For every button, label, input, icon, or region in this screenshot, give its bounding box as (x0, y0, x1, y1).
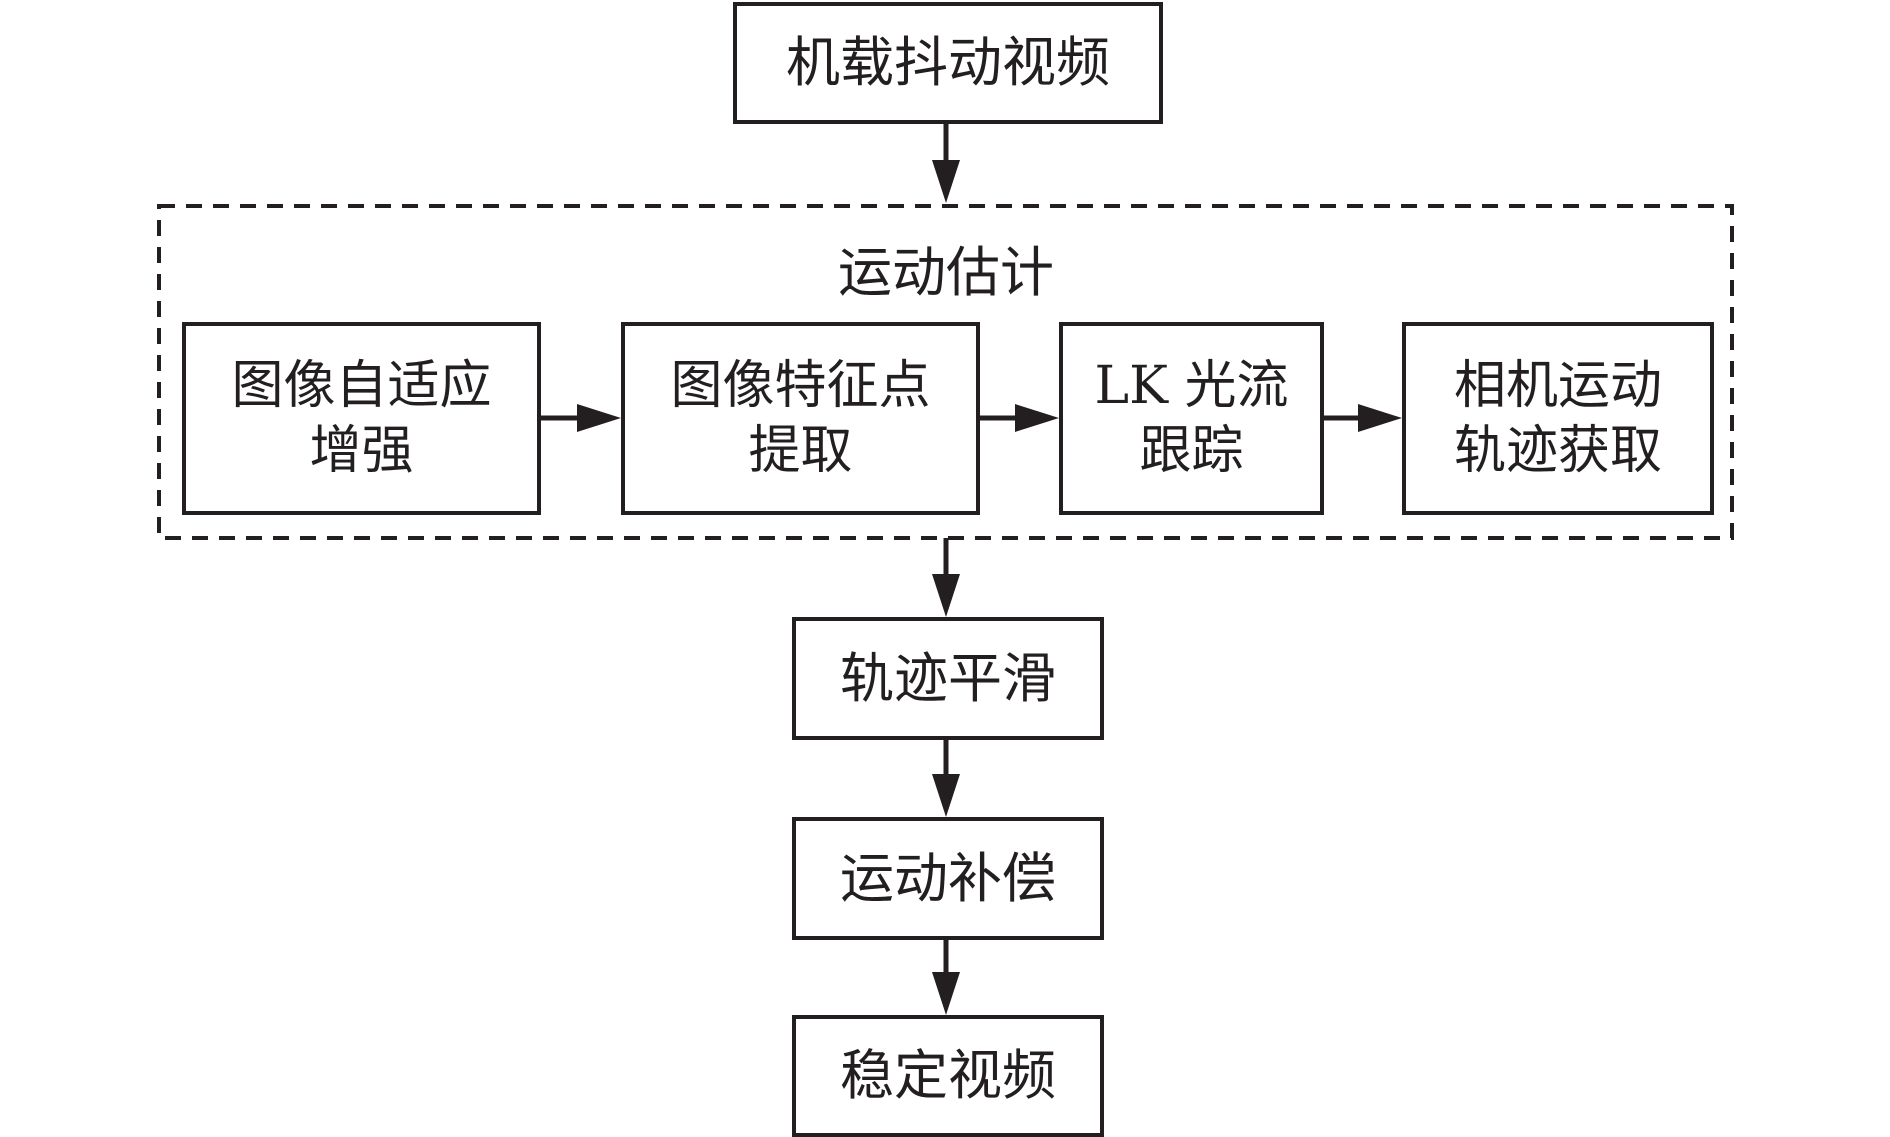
trajectory-smoothing-box: 轨迹平滑 (792, 617, 1104, 740)
input-video-label: 机载抖动视频 (786, 31, 1110, 95)
trajectory-smoothing-label: 轨迹平滑 (840, 646, 1056, 710)
arrow-step1-to-step2 (539, 404, 621, 432)
step-lk-tracking-box: LK 光流 跟踪 (1059, 322, 1324, 515)
step-trajectory-line2: 轨迹获取 (1453, 420, 1662, 481)
arrow-input-to-group (932, 124, 960, 203)
step-trajectory-line1: 相机运动 (1453, 355, 1662, 416)
step-trajectory-box: 相机运动 轨迹获取 (1402, 322, 1714, 515)
step-lk-tracking-line1: LK 光流 (1094, 355, 1289, 416)
motion-estimation-title: 运动估计 (838, 241, 1054, 304)
step-feature-extraction-box: 图像特征点 提取 (621, 322, 980, 515)
arrow-group-to-smoothing (932, 538, 960, 617)
step-adaptive-enhancement-line1: 图像自适应 (231, 355, 492, 416)
arrow-step3-to-step4 (1322, 404, 1402, 432)
step-adaptive-enhancement-box: 图像自适应 增强 (182, 322, 541, 515)
step-adaptive-enhancement-line2: 增强 (309, 420, 414, 481)
step-feature-extraction-line2: 提取 (748, 420, 853, 481)
input-video-box: 机载抖动视频 (733, 2, 1163, 124)
step-lk-tracking-line2: 跟踪 (1139, 420, 1244, 481)
arrow-smoothing-to-compensation (932, 740, 960, 817)
motion-compensation-box: 运动补偿 (792, 817, 1104, 940)
arrow-compensation-to-output (932, 940, 960, 1015)
motion-estimation-group-border (157, 204, 1734, 540)
stable-video-box: 稳定视频 (792, 1015, 1104, 1137)
motion-compensation-label: 运动补偿 (840, 846, 1056, 910)
arrow-step2-to-step3 (978, 404, 1059, 432)
stable-video-label: 稳定视频 (840, 1044, 1056, 1108)
step-feature-extraction-line1: 图像特征点 (670, 355, 931, 416)
